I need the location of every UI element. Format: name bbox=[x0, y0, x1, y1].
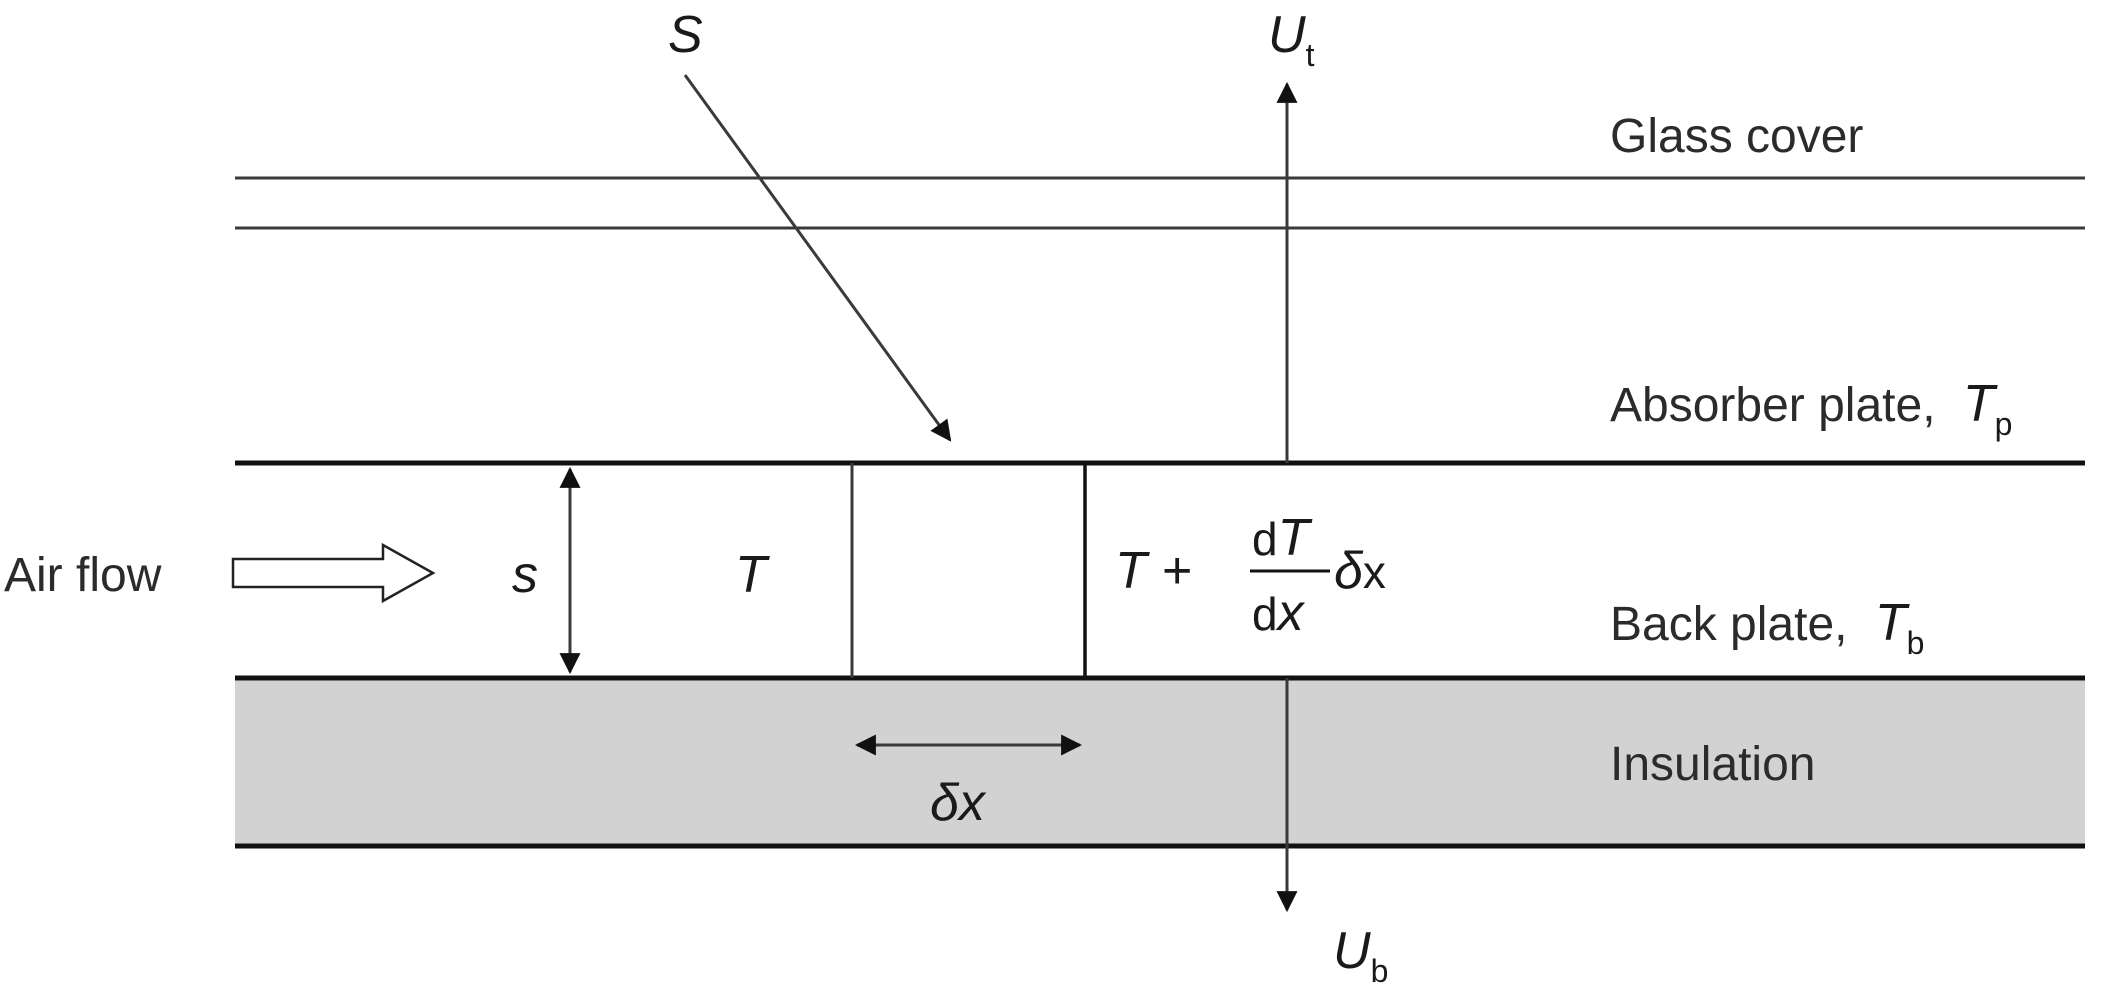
inlet-temperature-symbol: T bbox=[735, 546, 770, 604]
insulation-layer bbox=[235, 678, 2085, 846]
back-plate-label: Back plate, Tb bbox=[1610, 594, 1924, 661]
derivative-numerator: dT bbox=[1252, 509, 1313, 567]
derivative-denominator-d: d bbox=[1252, 588, 1278, 640]
absorber-plate-label: Absorber plate, Tp bbox=[1610, 375, 2012, 442]
top-loss-U: U bbox=[1268, 6, 1306, 64]
outlet-temperature-expression: T + bbox=[1115, 542, 1192, 600]
air-flow-arrow-icon bbox=[231, 542, 436, 604]
delta-x-symbol: δx bbox=[930, 774, 987, 832]
outlet-x: x bbox=[1363, 546, 1386, 598]
top-loss-coefficient-label: Ut bbox=[1268, 6, 1315, 73]
air-flow-label: Air flow bbox=[4, 549, 162, 602]
back-plate-temp-symbol: T bbox=[1875, 594, 1910, 652]
top-loss-subscript: t bbox=[1306, 37, 1315, 73]
channel-height-symbol: s bbox=[512, 546, 538, 604]
glass-cover-label: Glass cover bbox=[1610, 110, 1863, 163]
derivative-numerator-T: T bbox=[1278, 509, 1313, 567]
derivative-numerator-d: d bbox=[1252, 513, 1278, 565]
bottom-loss-coefficient-label: Ub bbox=[1333, 922, 1388, 986]
bottom-loss-subscript: b bbox=[1371, 953, 1389, 986]
outlet-delta-x: δx bbox=[1334, 542, 1386, 600]
outlet-delta: δ bbox=[1334, 542, 1364, 600]
derivative-denominator: dx bbox=[1252, 584, 1306, 642]
absorber-temp-subscript: p bbox=[1995, 406, 2013, 442]
absorber-plate-text: Absorber plate, bbox=[1610, 379, 1936, 432]
derivative-denominator-x: x bbox=[1275, 584, 1306, 642]
absorber-temp-symbol: T bbox=[1963, 375, 1998, 433]
back-plate-text: Back plate, bbox=[1610, 598, 1847, 651]
insulation-label: Insulation bbox=[1610, 738, 1815, 791]
bottom-loss-U: U bbox=[1333, 922, 1371, 980]
back-plate-temp-subscript: b bbox=[1907, 625, 1925, 661]
solar-radiation-arrow bbox=[683, 74, 952, 442]
solar-radiation-symbol: S bbox=[668, 6, 703, 64]
